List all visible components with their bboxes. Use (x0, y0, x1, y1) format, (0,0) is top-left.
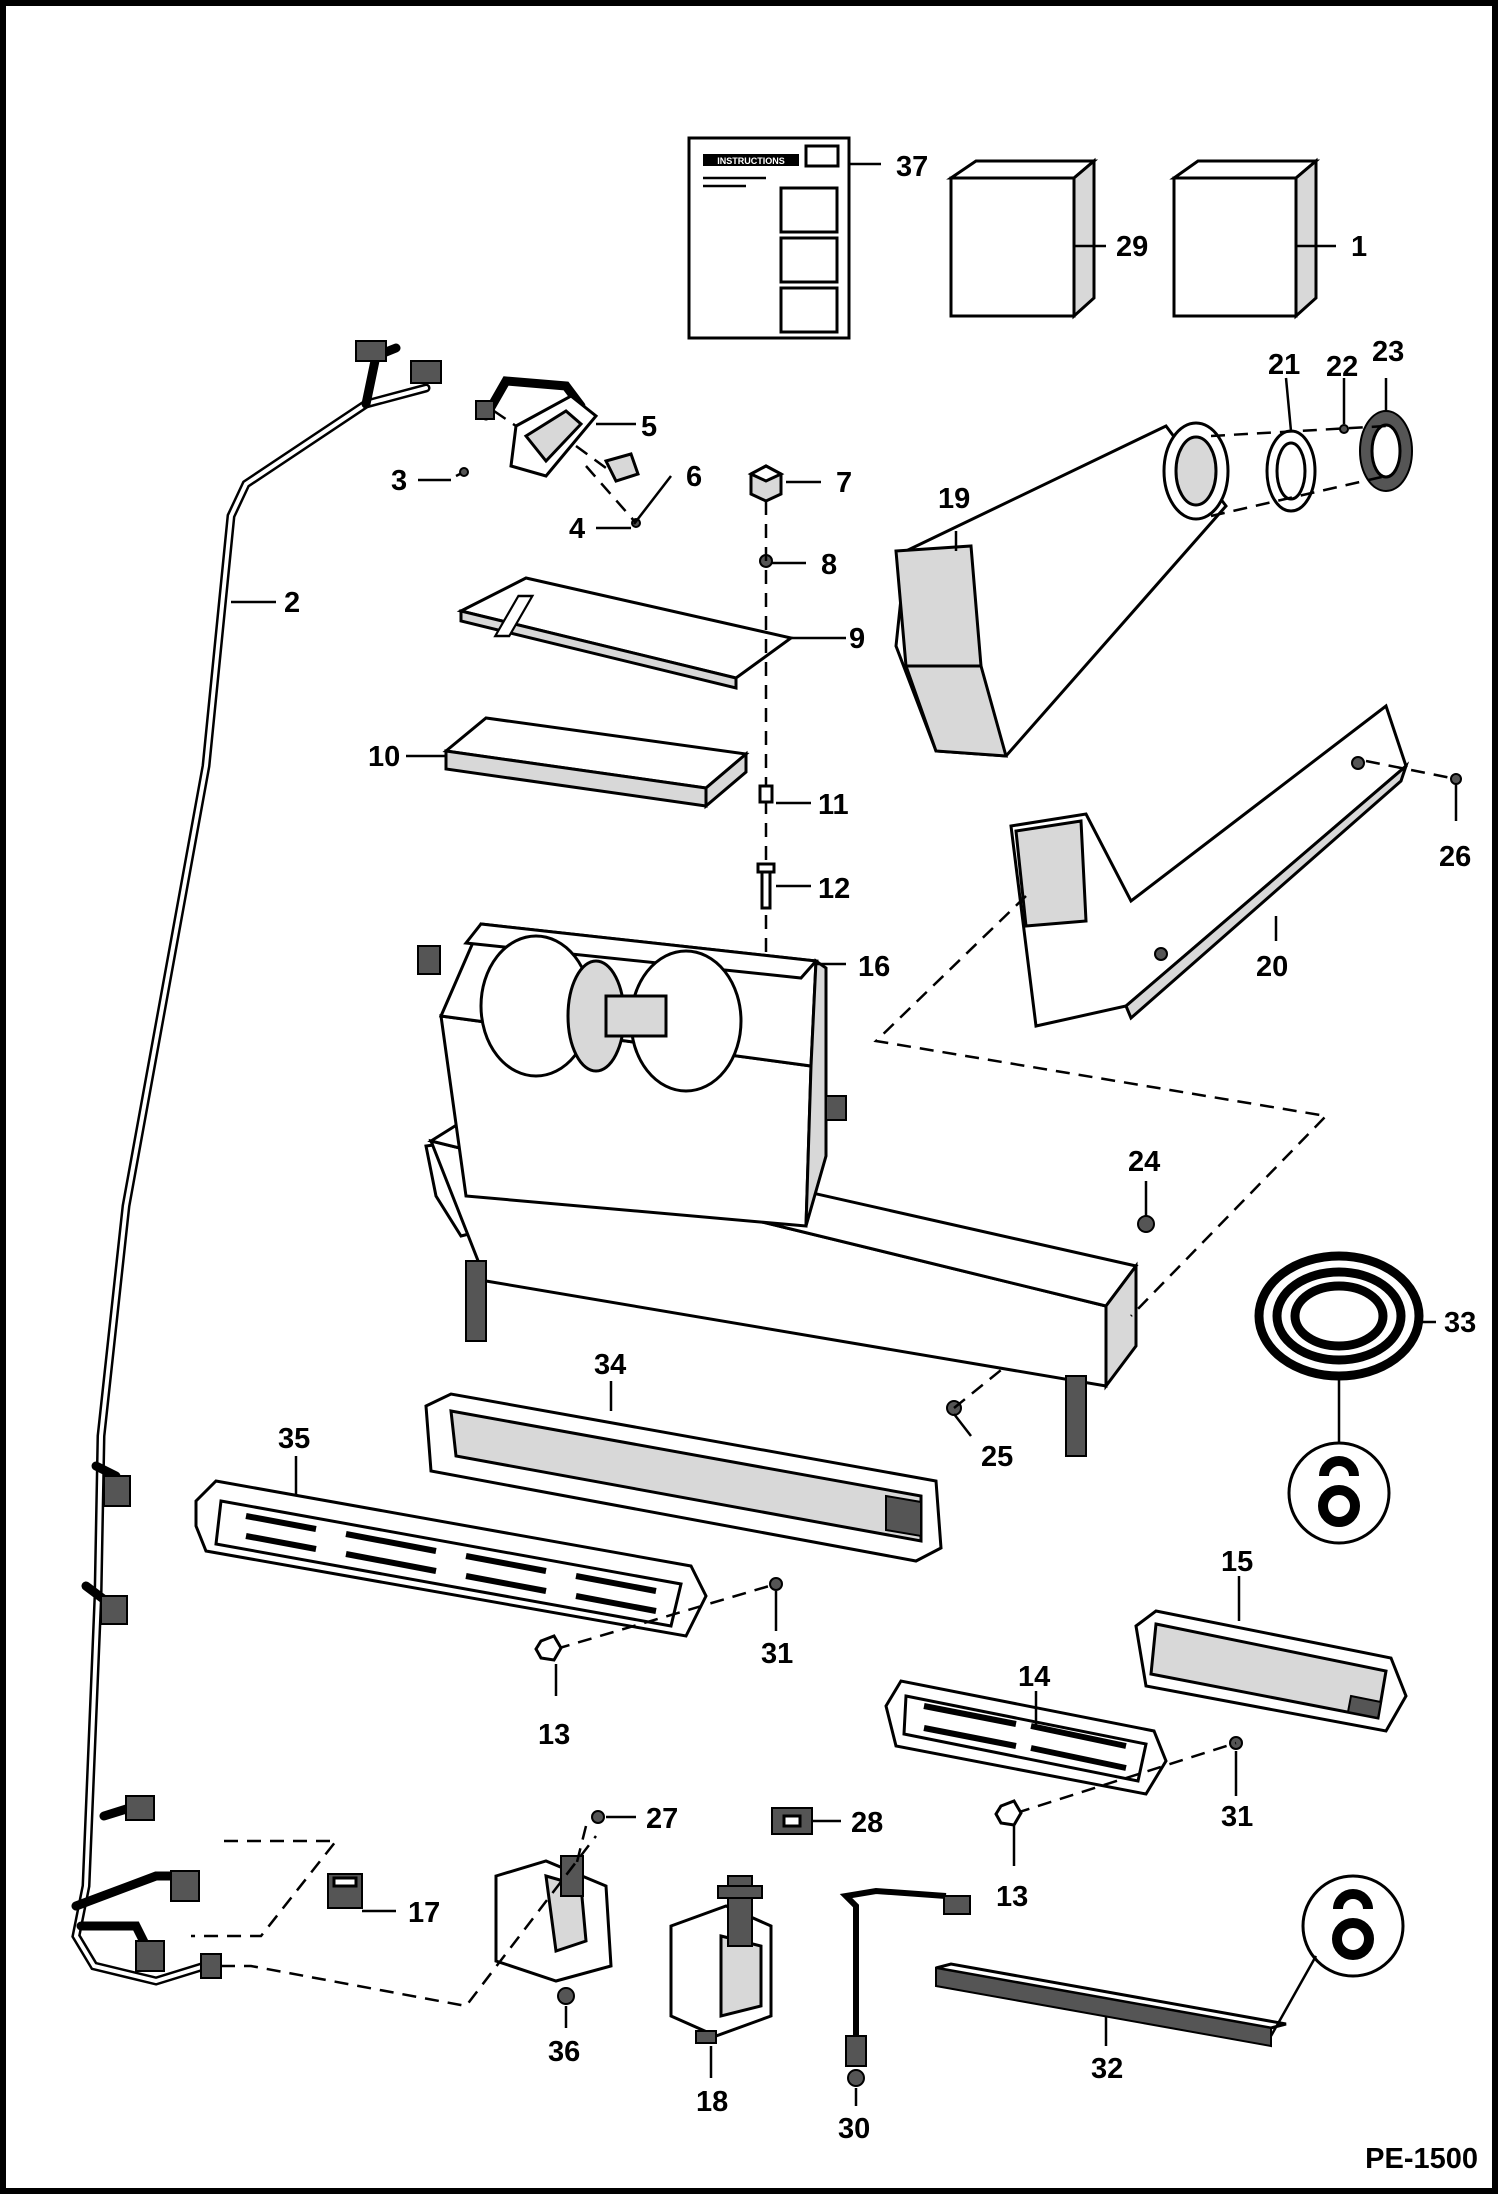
screw-26 (1450, 773, 1462, 785)
relay-17 (327, 1873, 363, 1909)
dash-13-right (1015, 1741, 1237, 1815)
callout-22: 22 (1326, 351, 1358, 383)
callout-28: 28 (851, 1807, 883, 1839)
callout-4: 4 (569, 513, 585, 545)
callout-11: 11 (818, 789, 849, 821)
dash-relay (191, 1839, 339, 1938)
callout-16: 16 (858, 951, 890, 983)
clip-13-left (534, 1634, 563, 1662)
box-1 (1169, 157, 1321, 320)
grille-34 (424, 1392, 943, 1563)
box-29 (946, 157, 1099, 320)
callout-10: 10 (368, 741, 400, 773)
dash-ring-bottom (1210, 474, 1387, 518)
dash-25 (953, 1365, 1007, 1409)
diagram-code: PE-1500 (1365, 2143, 1478, 2175)
callout-35: 35 (278, 1423, 310, 1455)
filter-cover-9 (456, 576, 795, 690)
callout-18: 18 (696, 2086, 728, 2118)
grille-35 (194, 1479, 708, 1638)
dash-ring-top (1210, 424, 1387, 438)
blower-housing (417, 922, 1139, 1457)
grille-14 (884, 1679, 1168, 1796)
blower-switch-36 (494, 1855, 613, 2005)
callout-24: 24 (1128, 1146, 1160, 1178)
callout-32: 32 (1091, 2053, 1123, 2085)
screw-22 (1339, 424, 1349, 434)
instructions-sheet: INSTRUCTIONS (687, 136, 851, 340)
cap-7 (747, 464, 785, 503)
callout-1: 1 (1351, 231, 1367, 263)
callout-13-right: 13 (996, 1881, 1028, 1913)
wire-harness (71, 340, 442, 1986)
callout-36: 36 (548, 2036, 580, 2068)
nut-27 (591, 1810, 605, 1824)
callout-37: 37 (896, 151, 928, 183)
callout-29: 29 (1116, 231, 1148, 263)
callout-34: 34 (594, 1349, 626, 1381)
nut-31-left (769, 1577, 783, 1591)
callout-7: 7 (836, 467, 852, 499)
thermostat-switch-18 (669, 1875, 773, 2044)
callout-20: 20 (1256, 951, 1288, 983)
callout-13-left: 13 (538, 1719, 570, 1751)
callout-labels: 37 29 1 21 22 23 5 6 3 4 7 8 19 2 9 10 1… (278, 151, 1478, 2175)
seal-detail-circle (1301, 1874, 1405, 1978)
dash-harness-36 (221, 1835, 597, 2008)
seal-strip-32 (935, 1955, 1318, 2048)
spacer-11 (758, 784, 774, 804)
dash-duct-outline (873, 895, 1329, 1317)
switch-assembly (455, 376, 641, 528)
dash-27 (574, 1825, 588, 1867)
callout-9: 9 (849, 623, 865, 655)
clip-13-right (994, 1799, 1023, 1827)
duct-20 (1009, 703, 1410, 1028)
callout-3: 3 (391, 465, 407, 497)
exploded-parts-diagram: INSTRUCTIONS (71, 136, 1478, 2175)
callout-21: 21 (1268, 349, 1300, 381)
leader-lines (231, 162, 1458, 2106)
sensor-lead-30 (839, 1887, 971, 2087)
gasket-21 (1265, 429, 1317, 513)
instructions-sheet-title: INSTRUCTIONS (717, 156, 785, 166)
callout-2: 2 (284, 587, 300, 619)
callout-31-right: 31 (1221, 1801, 1253, 1833)
dash-13-left (555, 1582, 777, 1651)
callout-30: 30 (838, 2113, 870, 2145)
hose-coil-33 (1254, 1251, 1424, 1456)
filter-10 (442, 716, 750, 810)
bolt-12 (756, 862, 776, 910)
callout-5: 5 (641, 411, 657, 443)
clip-28 (771, 1807, 813, 1835)
callout-19: 19 (938, 483, 970, 515)
grille-15 (1134, 1609, 1408, 1733)
callout-14: 14 (1018, 1661, 1050, 1693)
callout-17: 17 (408, 1897, 440, 1929)
callout-12: 12 (818, 873, 850, 905)
ring-23 (1359, 410, 1413, 492)
callout-8: 8 (821, 549, 837, 581)
callout-15: 15 (1221, 1546, 1253, 1578)
dash-26 (1365, 759, 1452, 780)
callout-27: 27 (646, 1803, 678, 1835)
callout-33: 33 (1444, 1307, 1476, 1339)
duct-19 (894, 421, 1230, 758)
nut-24 (1137, 1215, 1155, 1233)
callout-23: 23 (1372, 336, 1404, 368)
callout-6: 6 (686, 461, 702, 493)
callout-26: 26 (1439, 841, 1471, 873)
hose-detail-circle (1287, 1441, 1391, 1545)
callout-31-left: 31 (761, 1638, 793, 1670)
callout-25: 25 (981, 1441, 1013, 1473)
